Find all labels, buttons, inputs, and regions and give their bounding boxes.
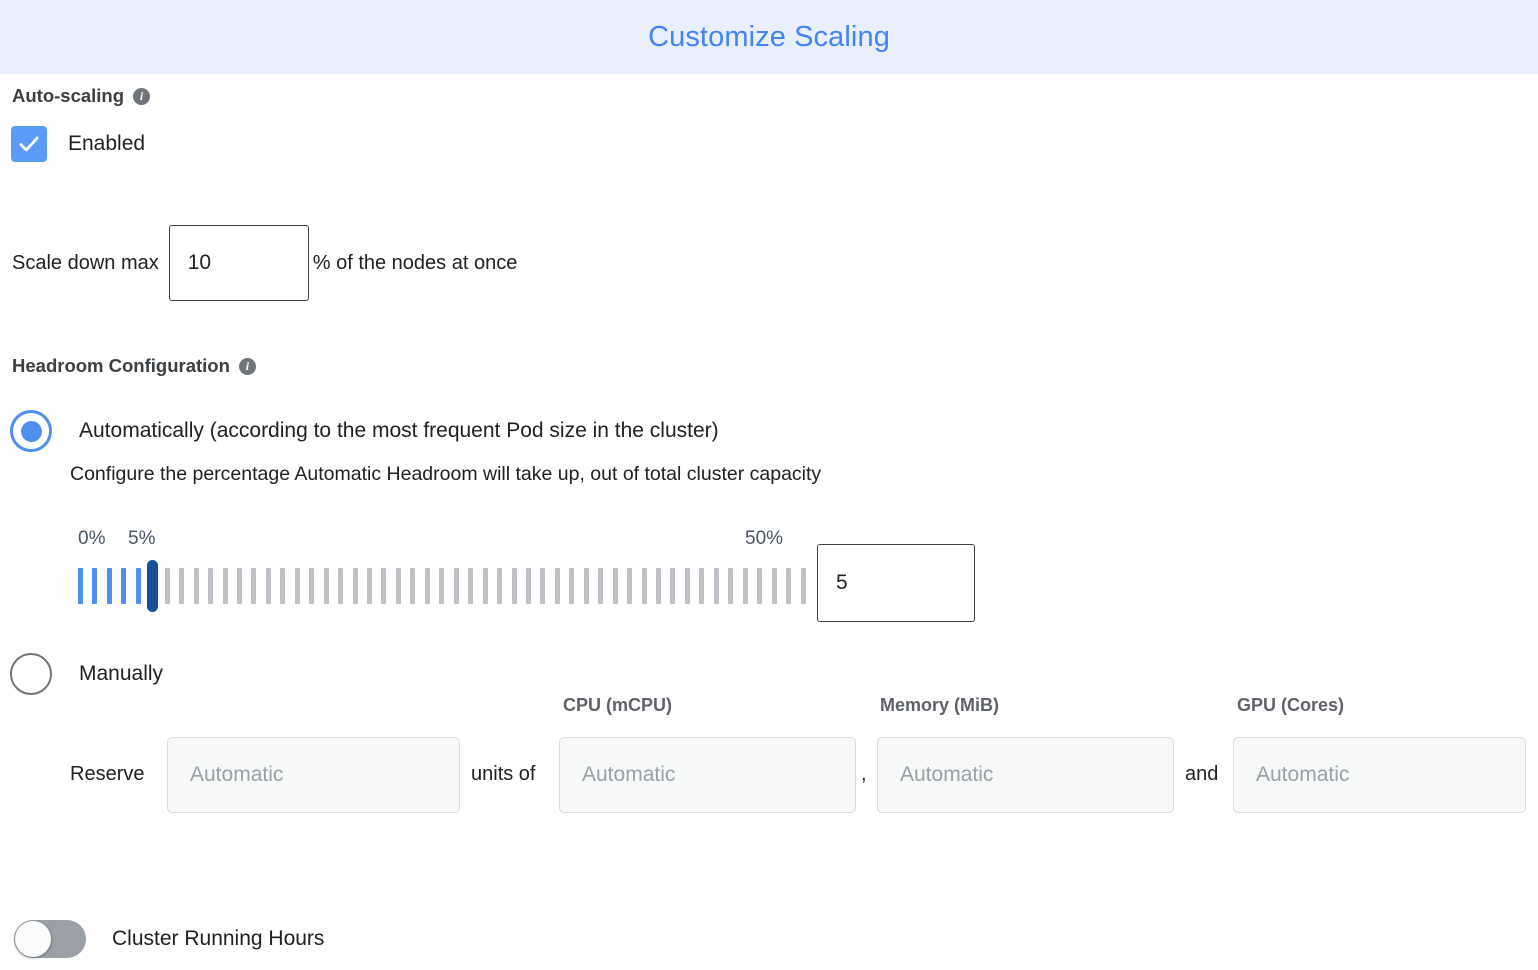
slider-tick[interactable]	[106, 568, 112, 604]
radio-dot	[20, 420, 42, 442]
slider-tick[interactable]	[193, 568, 199, 604]
slider-tick[interactable]	[757, 568, 763, 604]
slider-tick[interactable]	[497, 568, 503, 604]
gpu-input[interactable]	[1233, 737, 1526, 813]
scale-down-max-label: Scale down max	[12, 251, 159, 274]
headroom-manual-option[interactable]: Manually	[10, 653, 163, 695]
slider-tick[interactable]	[78, 568, 83, 604]
slider-tick[interactable]	[641, 568, 647, 604]
slider-tick[interactable]	[482, 568, 488, 604]
slider-tick[interactable]	[684, 568, 690, 604]
toggle-knob	[15, 921, 51, 957]
slider-tick[interactable]	[208, 568, 214, 604]
slider-tick[interactable]	[786, 568, 792, 604]
enabled-checkbox[interactable]	[11, 126, 47, 162]
scale-down-max-row: Scale down max % of the nodes at once	[12, 225, 517, 301]
check-icon	[19, 136, 39, 152]
slider-tick[interactable]	[453, 568, 459, 604]
slider-tick[interactable]	[410, 568, 416, 604]
slider-tick[interactable]	[800, 568, 806, 604]
slider-min-label: 0%	[78, 528, 106, 549]
slider-tick[interactable]	[728, 568, 734, 604]
slider-tick[interactable]	[280, 568, 286, 604]
slider-tick-labels: 0% 5% 50%	[0, 528, 1000, 558]
auto-scaling-enabled-row[interactable]: Enabled	[11, 126, 145, 162]
slider-tick[interactable]	[612, 568, 618, 604]
headroom-value-input[interactable]	[817, 544, 975, 622]
column-header-gpu: GPU (Cores)	[1237, 695, 1345, 715]
slider-tick[interactable]	[540, 568, 546, 604]
slider-tick[interactable]	[511, 568, 517, 604]
slider-tick[interactable]	[395, 568, 401, 604]
info-icon[interactable]: i	[238, 357, 256, 375]
headroom-automatic-option[interactable]: Automatically (according to the most fre…	[10, 410, 719, 452]
manual-reserve-form: CPU (mCPU) Memory (MiB) GPU (Cores) Rese…	[0, 695, 1538, 840]
slider-tick[interactable]	[468, 568, 474, 604]
slider-tick[interactable]	[554, 568, 560, 604]
column-header-cpu: CPU (mCPU)	[563, 695, 673, 715]
slider-tick[interactable]	[179, 568, 185, 604]
slider-tick[interactable]	[352, 568, 358, 604]
radio-automatic-label: Automatically (according to the most fre…	[79, 419, 719, 442]
auto-scaling-label: Auto-scaling	[12, 85, 125, 106]
radio-automatic[interactable]	[10, 410, 52, 452]
slider-tick[interactable]	[323, 568, 329, 604]
auto-scaling-section: Auto-scaling i	[12, 85, 151, 107]
slider-tick[interactable]	[771, 568, 777, 604]
slider-thumb[interactable]	[147, 560, 159, 612]
slider-tick[interactable]	[583, 568, 589, 604]
column-header-memory: Memory (MiB)	[880, 695, 1000, 715]
cpu-input[interactable]	[559, 737, 856, 813]
slider-tick[interactable]	[439, 568, 445, 604]
headroom-configuration-section: Headroom Configuration i	[12, 355, 256, 377]
slider-tick[interactable]	[135, 568, 141, 604]
slider-tick[interactable]	[627, 568, 633, 604]
slider-tick[interactable]	[309, 568, 315, 604]
slider-tick[interactable]	[656, 568, 661, 604]
scale-down-max-suffix: % of the nodes at once	[312, 251, 518, 274]
slider-tick[interactable]	[121, 568, 127, 604]
page-title: Customize Scaling	[648, 20, 890, 53]
slider-max-label: 50%	[745, 528, 784, 549]
dialog-header: Customize Scaling	[0, 0, 1538, 74]
info-icon[interactable]: i	[133, 87, 151, 105]
and-label: and	[1185, 763, 1219, 785]
slider-tick[interactable]	[92, 568, 98, 604]
reserve-label: Reserve	[70, 763, 145, 785]
slider-tick[interactable]	[742, 568, 748, 604]
slider-tick[interactable]	[294, 568, 300, 604]
slider-tick[interactable]	[222, 568, 228, 604]
slider-tick[interactable]	[525, 568, 531, 604]
slider-tick[interactable]	[164, 568, 170, 604]
slider-track[interactable]	[78, 560, 806, 612]
enabled-label: Enabled	[68, 132, 146, 155]
slider-tick[interactable]	[424, 568, 430, 604]
slider-tick[interactable]	[699, 568, 705, 604]
cluster-running-hours-label: Cluster Running Hours	[112, 927, 325, 950]
slider-tick[interactable]	[670, 568, 676, 604]
headroom-configuration-label: Headroom Configuration	[12, 355, 230, 376]
slider-current-label: 5%	[128, 528, 156, 549]
slider-tick[interactable]	[251, 568, 257, 604]
slider-tick[interactable]	[598, 568, 604, 604]
units-of-label: units of	[471, 763, 536, 785]
cluster-running-hours-row[interactable]: Cluster Running Hours	[14, 920, 324, 958]
memory-input[interactable]	[877, 737, 1174, 813]
slider-tick[interactable]	[265, 568, 271, 604]
slider-tick[interactable]	[381, 568, 387, 604]
scale-down-max-input[interactable]	[168, 225, 309, 301]
headroom-description: Configure the percentage Automatic Headr…	[70, 463, 822, 485]
headroom-percentage-slider: 0% 5% 50%	[0, 528, 1538, 638]
slider-tick[interactable]	[367, 568, 372, 604]
slider-tick[interactable]	[236, 568, 242, 604]
slider-tick[interactable]	[569, 568, 575, 604]
radio-manually[interactable]	[10, 653, 52, 695]
reserve-units-input[interactable]	[167, 737, 460, 813]
radio-manually-label: Manually	[79, 662, 164, 685]
slider-tick[interactable]	[713, 568, 719, 604]
comma-separator: ,	[861, 763, 867, 785]
slider-tick[interactable]	[338, 568, 344, 604]
cluster-running-hours-toggle[interactable]	[14, 920, 86, 958]
